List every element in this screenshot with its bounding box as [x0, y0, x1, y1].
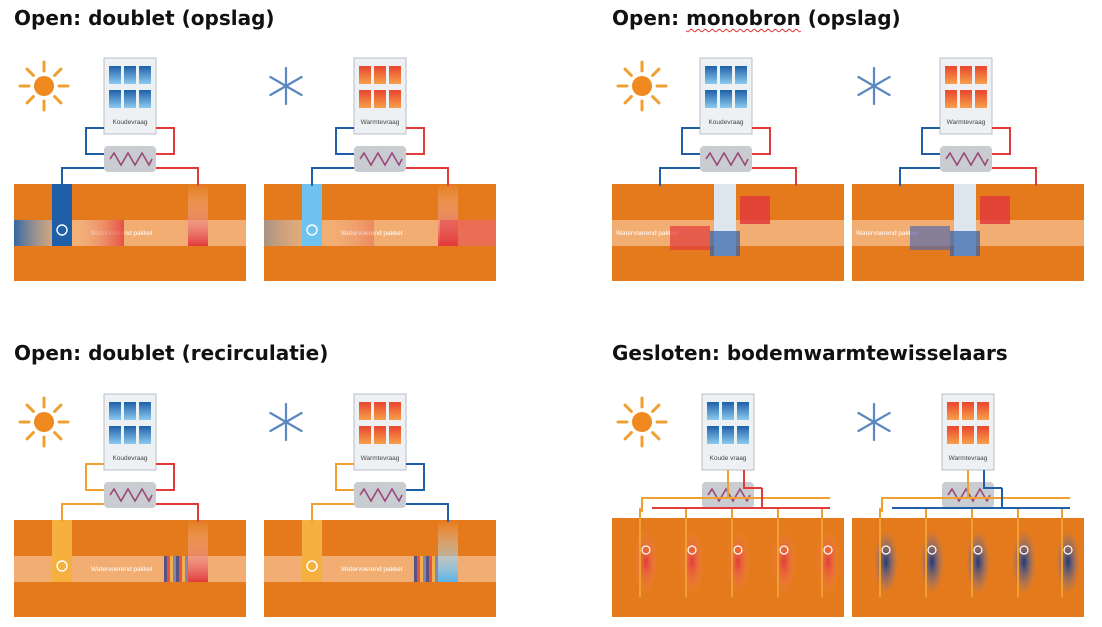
- sun-icon: [18, 396, 70, 448]
- bore-plume: [920, 530, 944, 594]
- building-label: Warmtevraag: [361, 455, 400, 462]
- bore-plume: [1012, 530, 1036, 594]
- title-suffix: (opslag): [800, 6, 901, 30]
- pipe-network: [899, 127, 1037, 186]
- panel-recirc-summer: Watervoerend pakket Koudevraag: [14, 372, 246, 617]
- title-prefix: Open:: [612, 6, 687, 30]
- extraction-well: [438, 520, 458, 582]
- infiltration-well: [302, 520, 322, 582]
- building: Warmtevraag: [353, 393, 407, 471]
- pump-icon: [56, 560, 68, 572]
- extraction-well: [188, 520, 208, 582]
- heat-exchanger: [104, 482, 156, 508]
- heat-exchanger: [940, 146, 992, 172]
- panel-recirc-winter: Watervoerend pakket Warmtevraag: [264, 372, 496, 617]
- bore-plume: [680, 530, 704, 594]
- aquifer-label: Watervoerend pakket: [856, 230, 918, 237]
- bore-plume: [1056, 530, 1080, 594]
- pipe-network: [659, 127, 797, 186]
- pipe-network: [881, 470, 1070, 512]
- building: Koude vraag: [701, 393, 755, 471]
- bore-plume: [816, 530, 840, 594]
- title-keyword: bodemwarmtewisselaars: [726, 341, 1008, 365]
- title-prefix: Gesloten:: [612, 341, 727, 365]
- bore-plume: [874, 530, 898, 594]
- panel-monobron-winter: Watervoerend pakket Warmtevraag: [852, 36, 1084, 281]
- building-label: Koudevraag: [112, 455, 147, 462]
- cold-well: [52, 184, 72, 246]
- section-title-doublet-opslag: Open: doublet (opslag): [14, 8, 275, 28]
- pipe-network: [61, 463, 199, 522]
- heat-exchanger: [354, 146, 406, 172]
- title-keyword-spellcheck[interactable]: monobron: [686, 6, 801, 30]
- heat-exchanger: [354, 482, 406, 508]
- aquifer-label: Watervoerend pakket: [341, 566, 403, 573]
- title-suffix: (opslag): [174, 6, 275, 30]
- bore-plume: [726, 530, 750, 594]
- sun-icon: [616, 60, 668, 112]
- pipe-network: [311, 127, 449, 186]
- pipe-network: [61, 127, 199, 186]
- pipe-network: [641, 470, 830, 512]
- bore-plume: [772, 530, 796, 594]
- title-keyword: doublet: [88, 341, 175, 365]
- pipe-network: [311, 463, 449, 522]
- title-suffix: (recirculatie): [174, 341, 329, 365]
- building: Warmtevraag: [939, 57, 993, 135]
- sun-icon: [616, 396, 668, 448]
- sun-icon: [18, 60, 70, 112]
- building-label: Warmtevraag: [949, 455, 988, 462]
- building: Koudevraag: [103, 57, 157, 135]
- pump-icon: [56, 224, 68, 236]
- section-title-monobron-opslag: Open: monobron (opslag): [612, 8, 901, 28]
- snowflake-icon: [857, 402, 891, 442]
- aquifer-label: Watervoerend pakket: [91, 566, 153, 573]
- panel-closed-winter: Warmtevraag: [852, 372, 1084, 617]
- building-label: Warmtevraag: [947, 119, 986, 126]
- snowflake-icon: [857, 66, 891, 106]
- bore-plume: [634, 530, 658, 594]
- warm-well: [188, 184, 208, 246]
- building-label: Koude vraag: [710, 455, 747, 462]
- section-title-gesloten: Gesloten: bodemwarmtewisselaars: [612, 343, 1008, 363]
- title-prefix: Open:: [14, 341, 89, 365]
- building-label: Warmtevraag: [361, 119, 400, 126]
- panel-closed-summer: Koude vraag: [612, 372, 844, 617]
- heat-exchanger: [104, 146, 156, 172]
- building: Warmtevraag: [353, 57, 407, 135]
- title-keyword: doublet: [88, 6, 175, 30]
- building: Koudevraag: [699, 57, 753, 135]
- building-label: Koudevraag: [708, 119, 743, 126]
- pump-icon: [306, 224, 318, 236]
- infiltration-well: [52, 520, 72, 582]
- aquifer-label: Watervoerend pakket: [616, 230, 678, 237]
- panel-monobron-summer: Watervoerend pakket Koudevraag: [612, 36, 844, 281]
- section-title-doublet-recirculatie: Open: doublet (recirculatie): [14, 343, 328, 363]
- title-prefix: Open:: [14, 6, 89, 30]
- cold-well: [302, 184, 322, 246]
- heat-exchanger: [700, 146, 752, 172]
- bore-plume: [966, 530, 990, 594]
- building-label: Koudevraag: [112, 119, 147, 126]
- pump-icon: [306, 560, 318, 572]
- snowflake-icon: [269, 402, 303, 442]
- building: Koudevraag: [103, 393, 157, 471]
- building: Warmtevraag: [941, 393, 995, 471]
- snowflake-icon: [269, 66, 303, 106]
